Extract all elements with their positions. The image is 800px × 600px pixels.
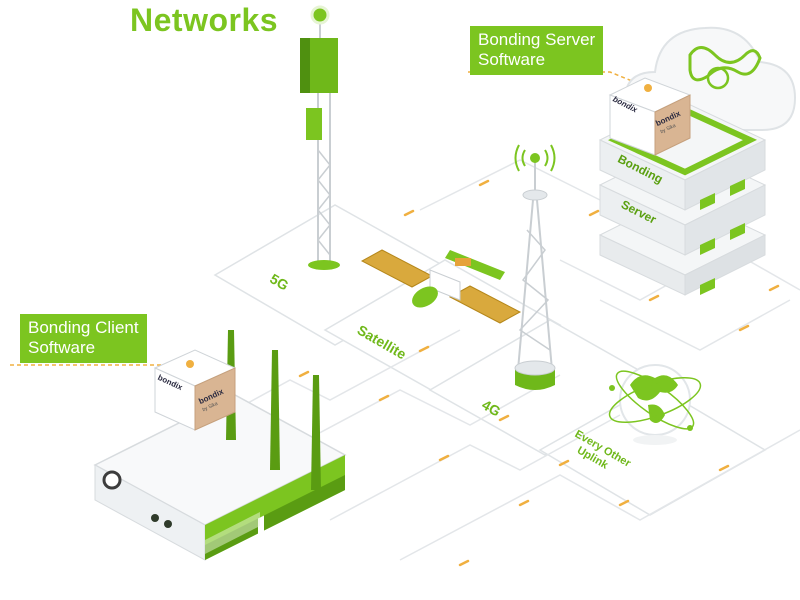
dash-mark — [618, 499, 630, 507]
5g-tower — [300, 5, 340, 270]
dash-mark — [418, 345, 430, 353]
dash-mark — [738, 324, 750, 332]
connector-track — [599, 299, 791, 351]
callout-text: Bonding Server — [478, 30, 596, 49]
connector-track — [249, 374, 561, 471]
server-bondix-box — [608, 77, 692, 156]
bonding-client-callout: Bonding Client Software — [20, 314, 147, 363]
dash-mark — [648, 294, 660, 302]
connector-track — [419, 159, 601, 211]
dash-mark — [403, 209, 415, 217]
dash-mark — [588, 209, 600, 217]
dash-mark — [378, 394, 390, 402]
callout-text: Software — [28, 338, 96, 357]
dash-mark — [768, 284, 780, 292]
bonding-server-callout: Bonding Server Software — [470, 26, 604, 75]
satellite-icon — [360, 249, 522, 324]
dash-mark — [518, 499, 530, 507]
server-callout-leader — [468, 71, 643, 86]
dash-mark — [718, 464, 730, 472]
dash-mark — [478, 179, 490, 187]
4g-tower — [514, 144, 556, 390]
callout-text: Bonding Client — [28, 318, 139, 337]
client-router — [93, 330, 347, 561]
callout-text: Software — [478, 50, 546, 69]
dash-mark — [558, 459, 570, 467]
page-title: Networks — [130, 2, 279, 38]
connector-track — [399, 429, 800, 561]
dash-mark — [298, 370, 310, 378]
connector-track — [329, 414, 621, 521]
dash-mark — [498, 414, 510, 422]
dash-mark — [458, 559, 470, 567]
globe-icon — [608, 364, 702, 445]
client-bondix-box — [153, 349, 237, 431]
dash-mark — [438, 454, 450, 462]
